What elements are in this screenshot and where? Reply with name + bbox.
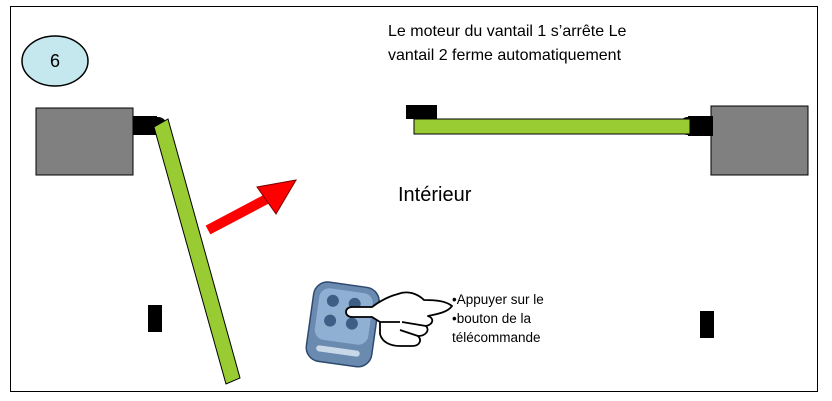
gate-leaf-2: [413, 118, 691, 135]
ground-stop-left: [148, 305, 162, 332]
remote-instruction: •Appuyer sur le •bouton de la télécomman…: [452, 290, 544, 347]
gate-stop-right: [406, 105, 437, 119]
pointing-hand-icon: [345, 291, 453, 347]
instruction-line-1: •Appuyer sur le: [452, 292, 544, 307]
step-caption: Le moteur du vantail 1 s’arrête Le vanta…: [388, 20, 748, 68]
ground-stop-right: [700, 311, 714, 338]
instruction-line-3: télécommande: [452, 330, 541, 345]
interior-label: Intérieur: [398, 184, 472, 206]
right-motor-box: [710, 105, 809, 176]
caption-line-2: vantail 2 ferme automatiquement: [388, 47, 622, 64]
movement-arrow-head: [256, 179, 297, 215]
left-motor-box: [35, 107, 134, 176]
step-circle: [21, 35, 89, 87]
instruction-line-2: •bouton de la: [452, 311, 532, 326]
gate-leaf-1: [153, 118, 241, 385]
remote-control-icon: [305, 281, 380, 368]
step-number: 6: [49, 50, 60, 71]
caption-line-1: Le moteur du vantail 1 s’arrête Le: [388, 23, 627, 40]
